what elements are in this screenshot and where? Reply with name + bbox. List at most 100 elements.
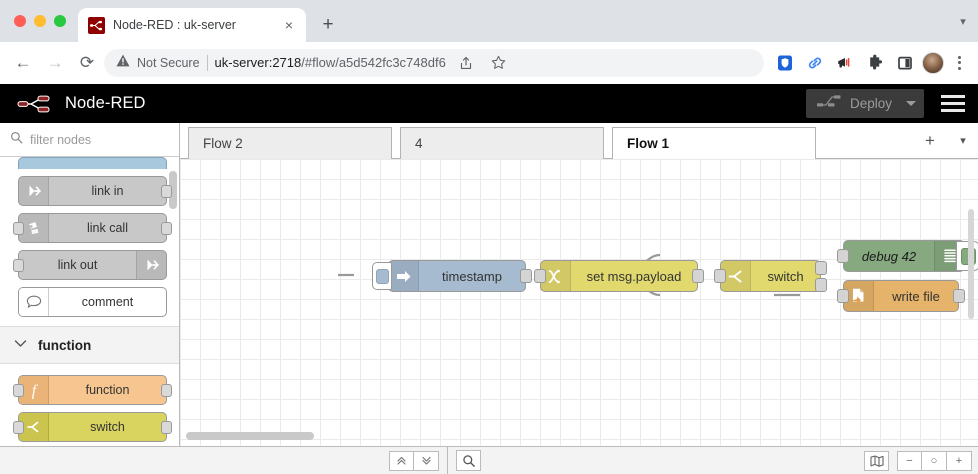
warning-triangle-icon xyxy=(116,54,130,72)
palette-node-body[interactable]: switch xyxy=(13,412,172,442)
forward-button[interactable]: → xyxy=(46,52,64,72)
hamburger-menu-icon[interactable] xyxy=(928,95,978,112)
palette-node-output-port[interactable] xyxy=(161,421,172,434)
palette-node-body[interactable]: link call xyxy=(13,213,172,243)
palette-filter[interactable]: filter nodes xyxy=(0,123,179,157)
deploy-icon xyxy=(816,92,842,115)
palette-filter-input[interactable]: filter nodes xyxy=(30,132,92,147)
palette-node-switch[interactable]: switch xyxy=(0,405,179,442)
flow-node-output-port[interactable] xyxy=(520,269,532,283)
debug-enable-toggle[interactable] xyxy=(956,241,978,271)
palette-node-input-port[interactable] xyxy=(13,384,24,397)
close-window-button[interactable] xyxy=(14,15,26,27)
star-icon[interactable] xyxy=(486,50,512,76)
share-icon[interactable] xyxy=(453,50,479,76)
palette-node-partial[interactable] xyxy=(18,157,167,169)
flow-node-output-port[interactable] xyxy=(953,289,965,303)
flow-node-label: timestamp xyxy=(442,268,502,284)
file-write-icon xyxy=(844,281,874,311)
palette-node-input-port[interactable] xyxy=(13,222,24,235)
megaphone-extension-icon[interactable] xyxy=(832,50,858,76)
flow-node-input-port[interactable] xyxy=(714,269,726,283)
palette-node-input-port[interactable] xyxy=(13,421,24,434)
flow-node-change[interactable]: set msg.payload xyxy=(534,260,704,292)
new-tab-button[interactable]: + xyxy=(322,14,334,35)
flow-canvas[interactable]: timestamp set msg.payload xyxy=(180,159,978,446)
back-button[interactable]: ← xyxy=(14,52,32,72)
palette-node-link-in[interactable]: link in xyxy=(0,169,179,206)
node-red-footer: − ○ + xyxy=(0,446,978,474)
flow-node-debug-42[interactable]: debug 42 xyxy=(837,240,978,272)
tab-search-chevron-icon[interactable]: ▾ xyxy=(960,15,966,28)
zoom-in-icon[interactable]: + xyxy=(947,450,972,471)
palette-node-body[interactable]: comment xyxy=(18,287,167,317)
palette-node-body[interactable]: link in xyxy=(18,176,172,206)
palette-node-function[interactable]: f function xyxy=(0,364,179,405)
flow-node-output-port-1[interactable] xyxy=(815,261,827,275)
palette-node-output-port[interactable] xyxy=(161,384,172,397)
zoom-out-icon[interactable]: − xyxy=(897,450,922,471)
deploy-button[interactable]: Deploy xyxy=(805,89,924,118)
zoom-reset-icon[interactable]: ○ xyxy=(922,450,947,471)
palette-scrollbar[interactable] xyxy=(169,171,177,209)
kebab-menu-icon[interactable] xyxy=(948,55,970,70)
palette-node-list[interactable]: link in link call xyxy=(0,157,179,446)
flow-node-write-file[interactable]: write file xyxy=(837,280,965,312)
palette-node-link-call[interactable]: link call xyxy=(0,206,179,243)
flow-node-input-port[interactable] xyxy=(837,289,849,303)
link-extension-icon[interactable] xyxy=(802,50,828,76)
flow-node-inject[interactable]: timestamp xyxy=(372,260,532,292)
browser-toolbar: ← → ⟳ Not Secure uk-server:2718/#flow/a5… xyxy=(0,42,978,84)
add-flow-button[interactable]: + xyxy=(925,130,935,150)
palette-node-body[interactable]: link out xyxy=(13,250,167,280)
palette-node-label: comment xyxy=(81,295,134,309)
palette-node-label: switch xyxy=(90,420,125,434)
browser-tab[interactable]: Node-RED : uk-server × xyxy=(78,8,306,42)
profile-avatar[interactable] xyxy=(922,51,944,74)
minimize-window-button[interactable] xyxy=(34,15,46,27)
flow-node-input-port[interactable] xyxy=(837,249,849,263)
flow-tab-4[interactable]: 4 xyxy=(400,127,604,159)
shield-extension-icon[interactable] xyxy=(772,50,798,76)
canvas-horizontal-scrollbar[interactable] xyxy=(186,432,314,440)
palette-node-input-port[interactable] xyxy=(13,259,24,272)
flow-node-output-port[interactable] xyxy=(692,269,704,283)
flow-list-menu-button[interactable]: ▾ xyxy=(960,135,966,147)
url-host: uk-server:2718 xyxy=(214,55,302,70)
canvas-vertical-scrollbar[interactable] xyxy=(968,209,974,319)
flow-tab-flow-1[interactable]: Flow 1 xyxy=(612,127,816,159)
chevrons-down-icon[interactable] xyxy=(414,450,439,471)
close-tab-button[interactable]: × xyxy=(284,17,294,33)
palette-node-body[interactable]: f function xyxy=(13,375,172,405)
side-panel-icon[interactable] xyxy=(892,50,918,76)
palette-node-label: link in xyxy=(91,184,124,198)
url-path: /#flow/a5d542fc3c748df6 xyxy=(301,55,446,70)
palette-node-output-port[interactable] xyxy=(161,222,172,235)
flow-tab-flow-2[interactable]: Flow 2 xyxy=(188,127,392,159)
search-flows-icon[interactable] xyxy=(456,450,481,471)
puzzle-extensions-icon[interactable] xyxy=(862,50,888,76)
maximize-window-button[interactable] xyxy=(54,15,66,27)
flow-node-input-port[interactable] xyxy=(534,269,546,283)
url-text: uk-server:2718/#flow/a5d542fc3c748df6 xyxy=(215,55,446,70)
flow-workspace: Flow 2 4 Flow 1 + ▾ xyxy=(180,123,978,446)
browser-tab-title: Node-RED : uk-server xyxy=(113,18,236,32)
palette-category-function[interactable]: function xyxy=(0,326,179,364)
node-red-body: filter nodes link in xyxy=(0,123,978,446)
palette-node-clipped-top[interactable] xyxy=(0,157,179,169)
chevrons-up-icon[interactable] xyxy=(389,450,414,471)
address-bar[interactable]: Not Secure uk-server:2718/#flow/a5d542fc… xyxy=(104,48,764,77)
comment-icon xyxy=(19,288,49,316)
inject-trigger-button[interactable] xyxy=(372,262,392,290)
reload-button[interactable]: ⟳ xyxy=(79,52,95,72)
flow-node-output-port-2[interactable] xyxy=(815,278,827,292)
flow-node-switch[interactable]: switch xyxy=(714,260,827,292)
flow-tabbar: Flow 2 4 Flow 1 + ▾ xyxy=(180,123,978,159)
node-red-favicon xyxy=(88,16,105,34)
change-icon xyxy=(541,261,571,291)
palette-node-output-port[interactable] xyxy=(161,185,172,198)
deploy-caret-icon[interactable] xyxy=(906,101,916,106)
navigator-map-icon[interactable] xyxy=(864,450,889,471)
palette-node-link-out[interactable]: link out xyxy=(0,243,179,280)
palette-node-comment[interactable]: comment xyxy=(0,280,179,317)
